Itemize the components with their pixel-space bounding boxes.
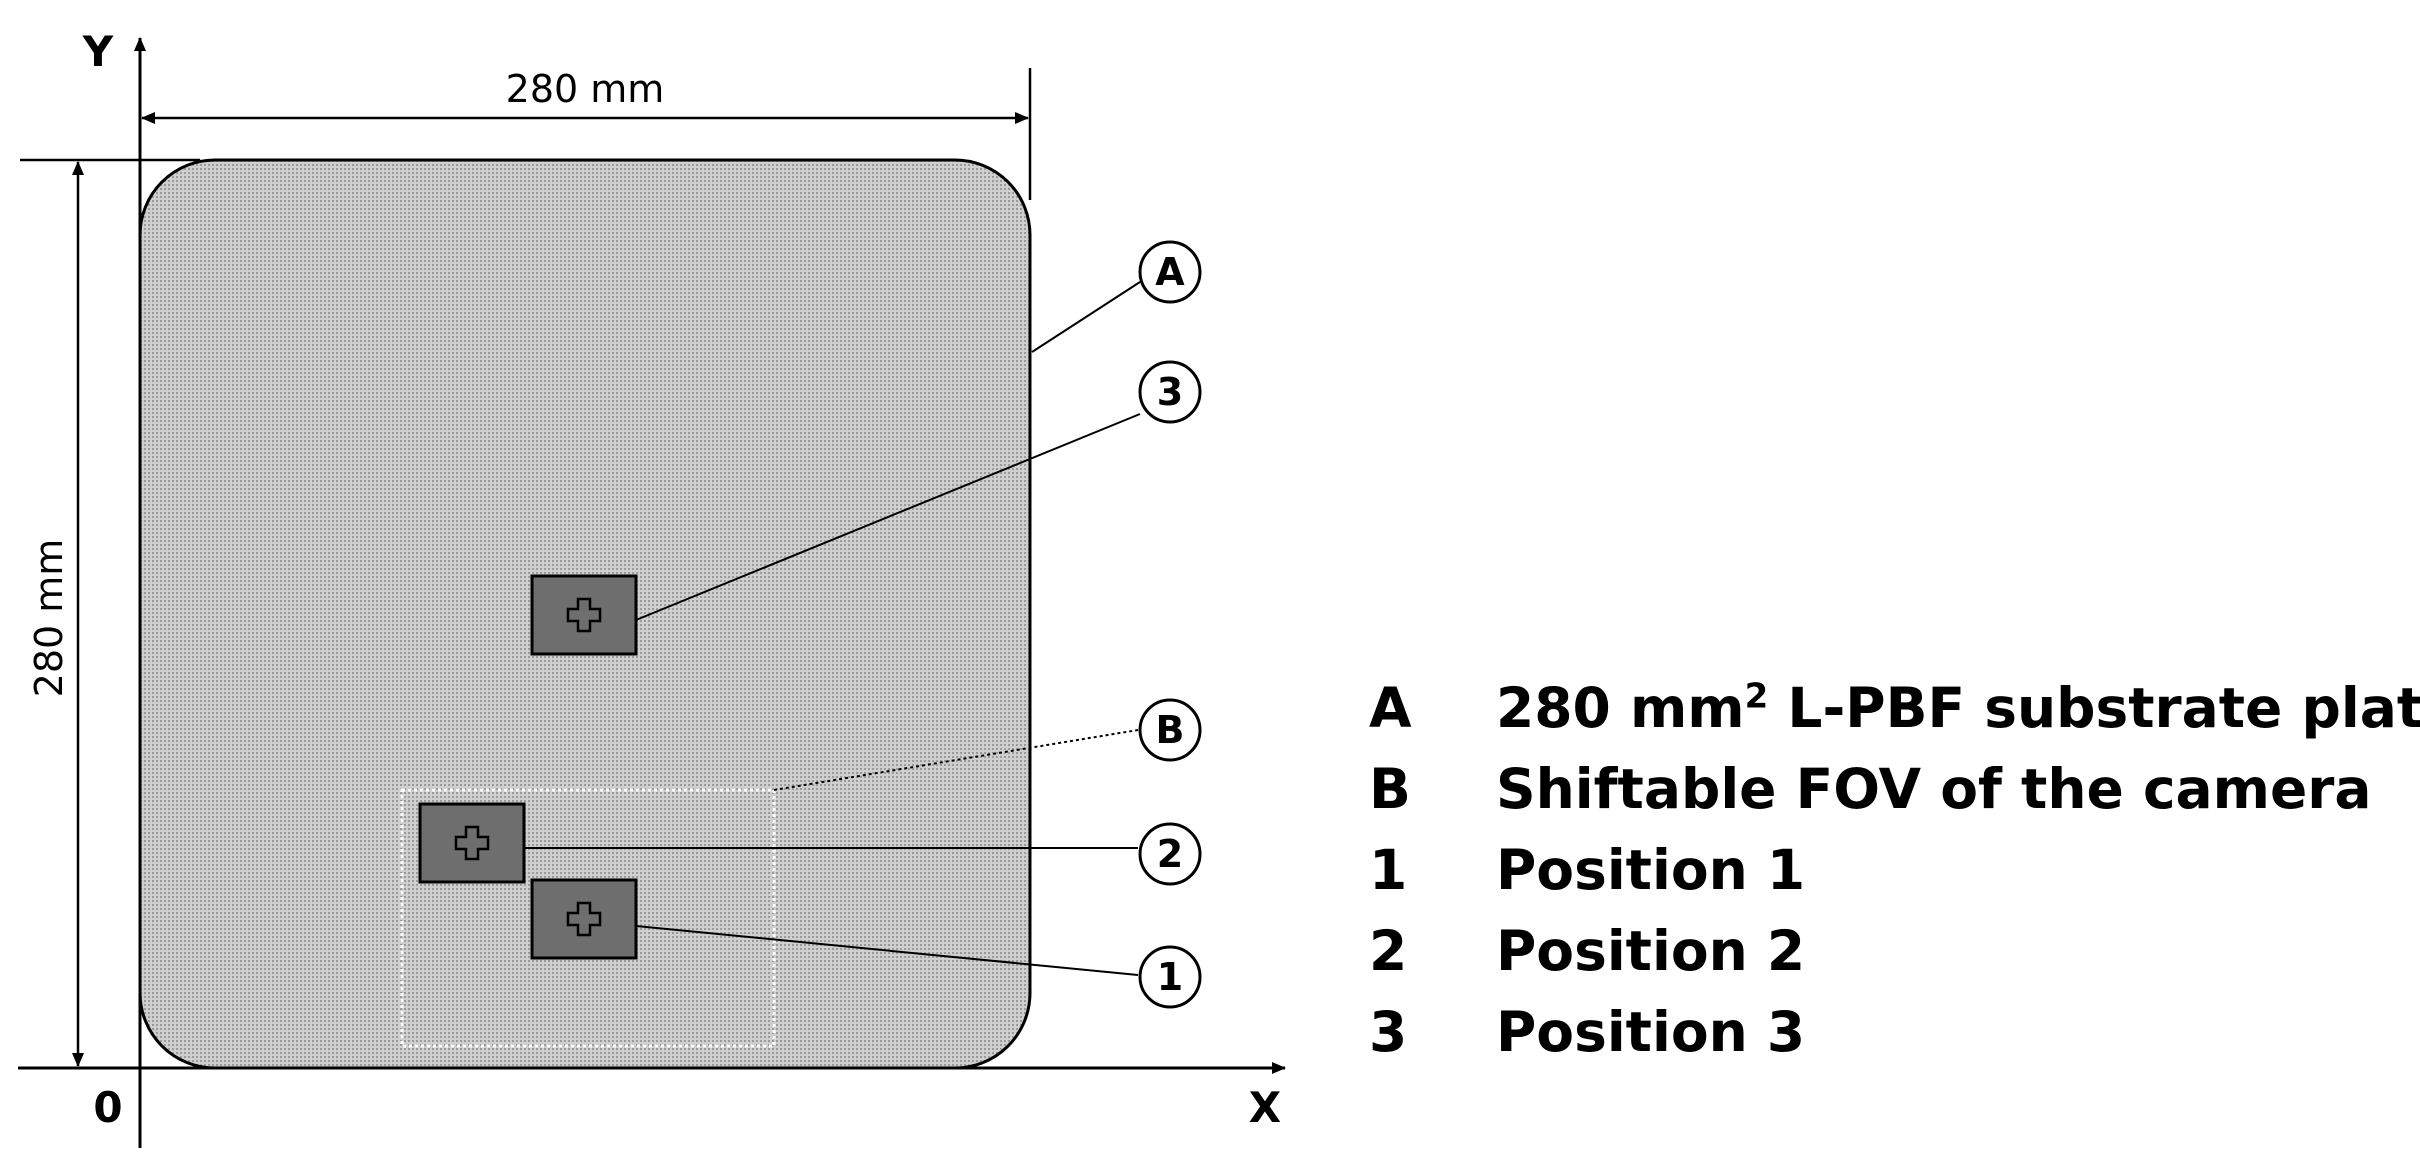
width-label: 280 mm bbox=[506, 67, 665, 111]
legend-key: B bbox=[1369, 757, 1411, 821]
legend-row-1: 1 Position 1 bbox=[1365, 830, 2420, 911]
legend: A 280 mm2 L-PBF substrate plate B Shifta… bbox=[1365, 668, 2420, 1073]
crosshair-icon bbox=[454, 825, 490, 861]
callout-3: 3 bbox=[1138, 360, 1202, 424]
crosshair-icon bbox=[566, 597, 602, 633]
legend-description: Position 2 bbox=[1496, 919, 1806, 983]
legend-row-b: B Shiftable FOV of the camera bbox=[1365, 749, 2420, 830]
legend-description: Position 1 bbox=[1496, 838, 1806, 902]
callout-b: B bbox=[1138, 698, 1202, 762]
legend-description: 280 mm2 L-PBF substrate plate bbox=[1496, 676, 2420, 740]
callout-2: 2 bbox=[1138, 822, 1202, 886]
svg-text:A: A bbox=[1155, 250, 1185, 294]
legend-key: 1 bbox=[1369, 838, 1408, 902]
leader-line-1 bbox=[635, 925, 1139, 976]
callout-1: 1 bbox=[1138, 945, 1202, 1009]
svg-text:3: 3 bbox=[1157, 370, 1183, 414]
y-axis-label: Y bbox=[82, 27, 114, 76]
x-axis-label: X bbox=[1249, 1083, 1281, 1132]
legend-row-a: A 280 mm2 L-PBF substrate plate bbox=[1365, 668, 2420, 749]
callout-a: A bbox=[1138, 240, 1202, 304]
leader-line-3 bbox=[635, 413, 1141, 621]
legend-key: A bbox=[1369, 676, 1412, 740]
leader-line-a bbox=[1031, 281, 1141, 353]
origin-label: 0 bbox=[93, 1083, 122, 1132]
legend-row-3: 3 Position 3 bbox=[1365, 992, 2420, 1073]
position-3-marker bbox=[530, 574, 638, 656]
position-1-marker bbox=[530, 878, 638, 960]
position-2-marker bbox=[418, 802, 526, 884]
height-label: 280 mm bbox=[27, 539, 71, 698]
legend-key: 2 bbox=[1369, 919, 1408, 983]
leader-line-b bbox=[773, 729, 1139, 791]
crosshair-icon bbox=[566, 901, 602, 937]
legend-description: Shiftable FOV of the camera bbox=[1496, 757, 2372, 821]
legend-description: Position 3 bbox=[1496, 1000, 1806, 1064]
svg-text:1: 1 bbox=[1157, 955, 1183, 999]
legend-key: 3 bbox=[1369, 1000, 1408, 1064]
svg-text:B: B bbox=[1156, 708, 1185, 752]
legend-row-2: 2 Position 2 bbox=[1365, 911, 2420, 992]
camera-fov-area bbox=[400, 788, 776, 1048]
svg-text:2: 2 bbox=[1157, 832, 1183, 876]
